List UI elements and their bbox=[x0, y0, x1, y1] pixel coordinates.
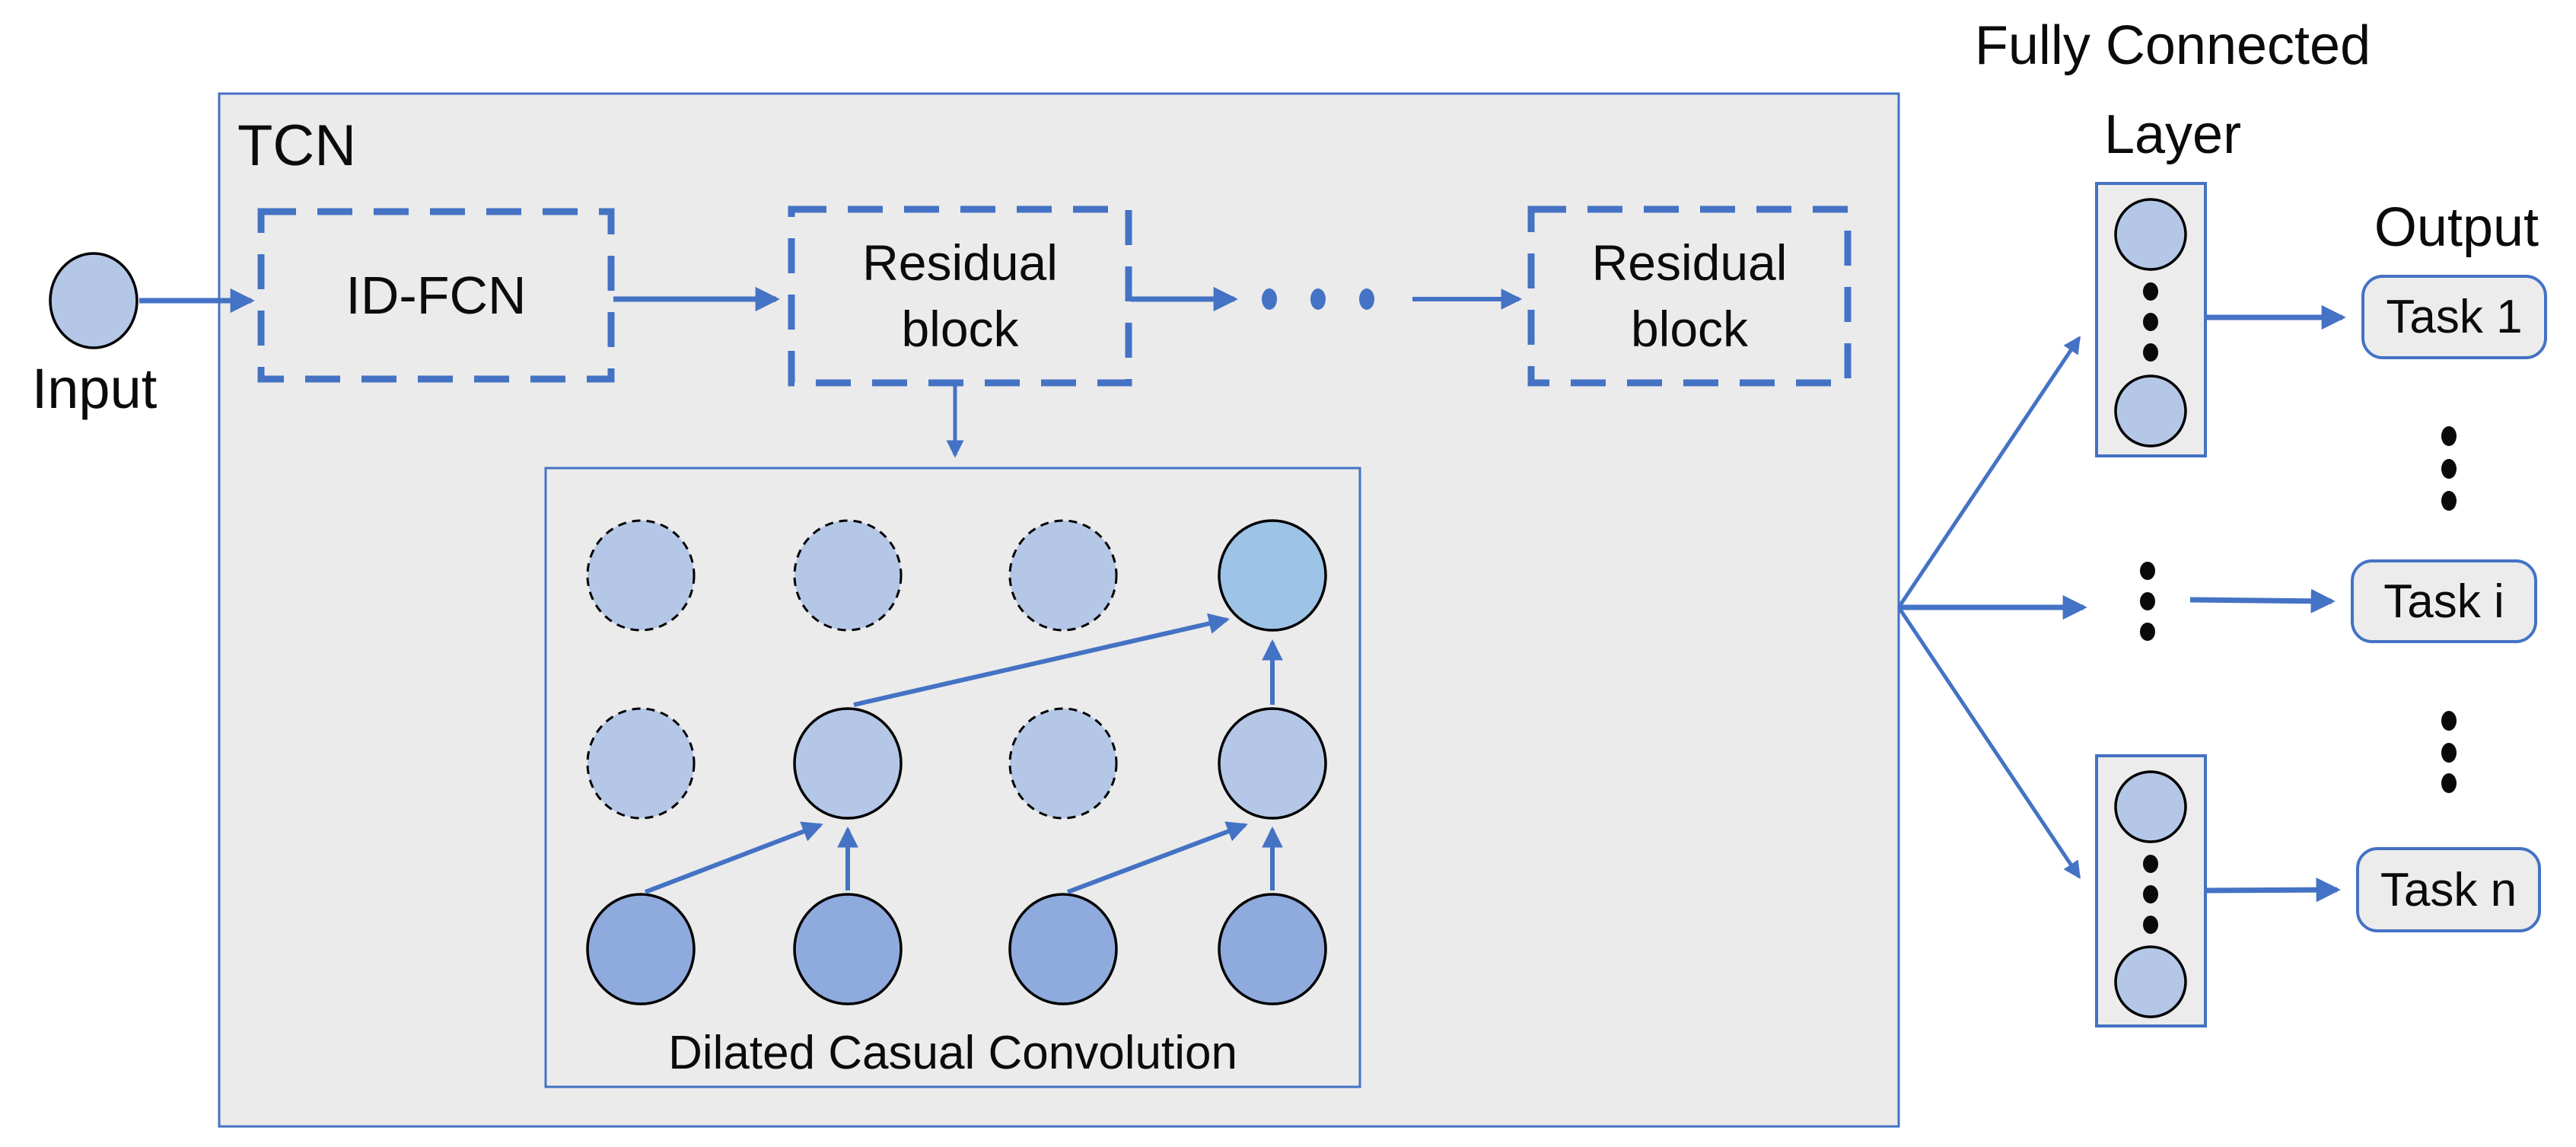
tcn-label: TCN bbox=[237, 113, 357, 178]
conv-arrow-r3c3-r2c4 bbox=[1066, 821, 1248, 894]
fc-layer-title: Fully Connected Layer bbox=[1974, 15, 2371, 165]
id-fcn-label: ID-FCN bbox=[345, 266, 527, 325]
output-label: Output bbox=[2374, 197, 2539, 258]
conv-node-r1-c2 bbox=[793, 519, 903, 632]
conv-node-r3-c1 bbox=[586, 893, 696, 1005]
fc-node-2b bbox=[2114, 945, 2187, 1018]
conv-node-r2-c3 bbox=[1008, 707, 1118, 820]
task-i-box bbox=[2351, 559, 2537, 643]
conv-node-r3-c2 bbox=[793, 893, 903, 1005]
ellipsis-dot bbox=[1359, 288, 1374, 310]
ellipsis-dot bbox=[1262, 288, 1277, 310]
fc1-dots bbox=[2143, 282, 2158, 362]
conv-node-r2-c4 bbox=[1218, 707, 1327, 820]
task-1-box bbox=[2361, 275, 2547, 359]
dilated-conv-label: Dilated Casual Convolution bbox=[668, 1027, 1237, 1079]
ellipsis-dots bbox=[1262, 288, 1374, 310]
conv-node-r2-c2 bbox=[793, 707, 903, 820]
ellipsis-dot bbox=[1310, 288, 1326, 310]
residual-block-2-label: Residual block bbox=[1591, 234, 1788, 357]
fc-middle-dots bbox=[2140, 562, 2155, 641]
fc-node-1a bbox=[2114, 198, 2187, 271]
conv-node-r3-c3 bbox=[1008, 893, 1118, 1005]
conv-arrow-r3c1-r2c2 bbox=[644, 821, 823, 894]
input-node bbox=[49, 252, 139, 349]
conv-arrow-r2c2-r1c4 bbox=[853, 613, 1231, 707]
fc-node-2a bbox=[2114, 770, 2187, 843]
id-fcn-block bbox=[257, 208, 615, 383]
conv-node-r1-c1 bbox=[586, 519, 696, 632]
task-n-box bbox=[2356, 847, 2541, 932]
residual-block-2 bbox=[1527, 206, 1852, 387]
task-1-label: Task 1 bbox=[2386, 291, 2523, 343]
fan-arrow-bottom bbox=[1896, 606, 2081, 879]
conv-node-r1-c4 bbox=[1218, 519, 1327, 632]
task-gap-dots-1 bbox=[2441, 426, 2457, 511]
fc-node-1b bbox=[2114, 374, 2187, 448]
conv-node-r2-c1 bbox=[586, 707, 696, 820]
conv-node-r1-c3 bbox=[1008, 519, 1118, 632]
dilated-conv-box bbox=[544, 467, 1361, 1088]
fan-arrow-top bbox=[1896, 336, 2081, 609]
residual-block-1 bbox=[788, 206, 1132, 387]
task-n-label: Task n bbox=[2380, 863, 2517, 916]
fc2-dots bbox=[2143, 855, 2158, 934]
input-label: Input bbox=[31, 357, 158, 420]
arrow-dots-taski bbox=[2189, 588, 2336, 613]
task-gap-dots-2 bbox=[2441, 711, 2457, 793]
residual-block-1-label: Residual block bbox=[862, 234, 1058, 357]
conv-node-r3-c4 bbox=[1218, 893, 1327, 1005]
arrow-fc2-taskn bbox=[2205, 878, 2341, 903]
task-i-label: Task i bbox=[2383, 575, 2504, 628]
